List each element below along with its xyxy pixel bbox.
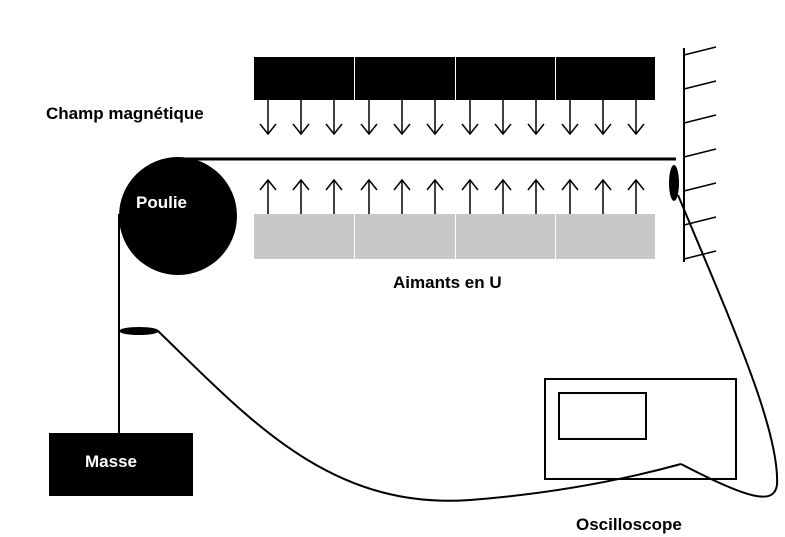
- arrow-up: [259, 178, 277, 214]
- arrow-down: [627, 100, 645, 136]
- arrow-up: [325, 178, 343, 214]
- rope-contact: [119, 327, 159, 335]
- lead-from-wall: [677, 194, 779, 498]
- top-magnet: [254, 57, 655, 100]
- arrow-down: [325, 100, 343, 136]
- arrow-up: [594, 178, 612, 214]
- arrow-up: [360, 178, 378, 214]
- wall-hatch-line: [683, 148, 717, 158]
- arrow-up: [561, 178, 579, 214]
- top-magnet-segment: [456, 57, 555, 100]
- bottom-magnet: [254, 214, 655, 259]
- field-arrows-down: [259, 100, 645, 136]
- top-magnet-segment: [556, 57, 655, 100]
- arrow-down: [461, 100, 479, 136]
- label-mass: Masse: [85, 452, 137, 471]
- arrow-up: [292, 178, 310, 214]
- oscilloscope-screen: [558, 392, 647, 440]
- bottom-magnet-segment: [254, 214, 354, 259]
- arrow-up: [627, 178, 645, 214]
- arrow-up: [494, 178, 512, 214]
- bottom-magnet-segment: [355, 214, 455, 259]
- label-u-magnets: Aimants en U: [393, 273, 502, 292]
- wall-hatch-line: [683, 250, 717, 260]
- arrow-down: [292, 100, 310, 136]
- label-oscilloscope: Oscilloscope: [576, 515, 682, 534]
- arrow-down: [594, 100, 612, 136]
- lead-from-rope: [157, 330, 682, 502]
- wall-contact: [669, 165, 679, 201]
- bottom-magnet-segment: [556, 214, 655, 259]
- top-magnet-segment: [355, 57, 455, 100]
- wall-hatch-line: [683, 80, 717, 90]
- wall-hatch-line: [683, 46, 717, 56]
- label-pulley: Poulie: [136, 193, 187, 212]
- oscilloscope: [544, 378, 737, 480]
- arrow-down: [259, 100, 277, 136]
- arrow-down: [494, 100, 512, 136]
- arrow-up: [426, 178, 444, 214]
- wall-hatch-line: [683, 114, 717, 124]
- arrow-down: [527, 100, 545, 136]
- arrow-up: [527, 178, 545, 214]
- arrow-up: [461, 178, 479, 214]
- wall-hatch-line: [683, 182, 717, 192]
- field-arrows-up: [259, 178, 645, 214]
- pulley: [119, 157, 237, 275]
- arrow-down: [393, 100, 411, 136]
- arrow-down: [426, 100, 444, 136]
- oscilloscope-body: [544, 378, 737, 480]
- label-magnetic-field: Champ magnétique: [46, 104, 204, 123]
- arrow-down: [360, 100, 378, 136]
- wall: [683, 46, 717, 262]
- mass-block: [49, 433, 193, 496]
- arrow-up: [393, 178, 411, 214]
- bottom-magnet-segment: [456, 214, 555, 259]
- arrow-down: [561, 100, 579, 136]
- top-magnet-segment: [254, 57, 354, 100]
